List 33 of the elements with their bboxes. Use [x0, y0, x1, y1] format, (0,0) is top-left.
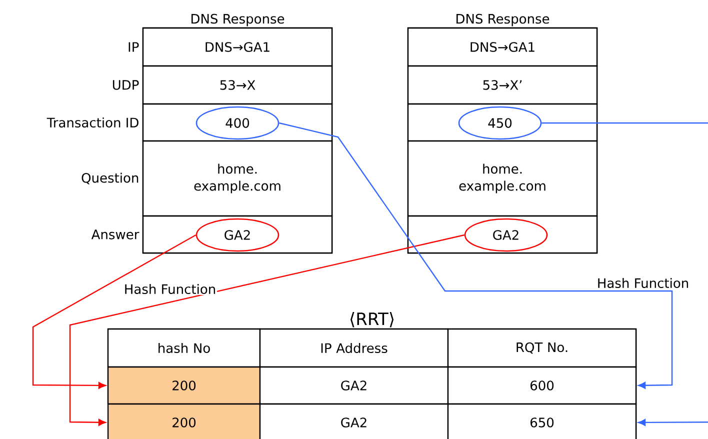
- table-cell: [142, 215, 333, 254]
- table-cell: [407, 215, 598, 254]
- row-label: IP: [128, 42, 139, 52]
- table-cell: GA2: [259, 366, 449, 405]
- table-cell: [142, 103, 333, 142]
- arrow: [69, 234, 464, 426]
- table-cell: 53→X: [142, 65, 333, 105]
- row-label: UDP: [112, 80, 139, 90]
- arrow: [279, 122, 673, 389]
- table-cell: 650: [447, 403, 637, 439]
- table-cell: home. example.com: [142, 140, 333, 217]
- table-cell: 200: [107, 366, 261, 405]
- edge-label: Hash Function: [122, 282, 218, 296]
- node-label: ⟨RRT⟩: [350, 312, 394, 328]
- node-label: DNS Response: [192, 14, 284, 26]
- table-cell: 53→X’: [407, 65, 598, 105]
- table-cell: DNS→GA1: [142, 27, 333, 67]
- node-label: DNS Response: [456, 14, 550, 26]
- table-cell: RQT No.: [447, 328, 637, 368]
- table-cell: hash No: [107, 328, 261, 368]
- row-label: Question: [82, 172, 138, 184]
- table-cell: 600: [447, 366, 637, 405]
- arrow: [542, 122, 708, 426]
- table-cell: home. example.com: [407, 140, 598, 217]
- table-cell: GA2: [259, 403, 449, 439]
- row-label: Answer: [91, 230, 140, 240]
- row-label: Transaction ID: [46, 117, 138, 128]
- table-cell: DNS→GA1: [407, 27, 598, 67]
- table-cell: IP Address: [259, 328, 449, 368]
- edge-label: Hash Function: [596, 276, 690, 290]
- table-cell: 200: [107, 403, 261, 439]
- arrow: [32, 234, 196, 389]
- table-cell: [407, 103, 598, 142]
